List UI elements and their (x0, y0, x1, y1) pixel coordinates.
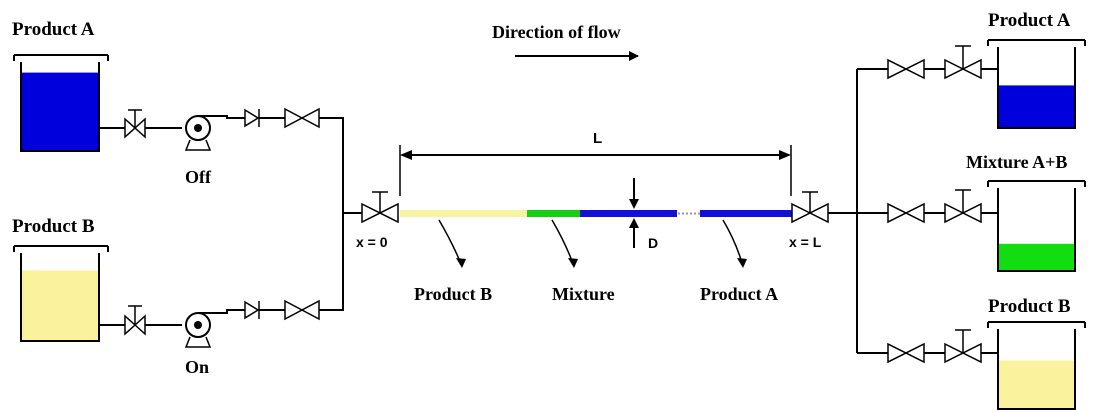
outlet-position-label: x = L (789, 234, 822, 250)
pump-bottom-state: On (185, 357, 209, 377)
diameter-label: D (648, 235, 658, 251)
valve-bottom-source (124, 305, 146, 336)
check-valve-bottom (244, 300, 260, 320)
pipeline (400, 210, 792, 217)
pump-top (184, 115, 212, 151)
branch-to-dest-a (857, 45, 998, 80)
inlet-position-label: x = 0 (356, 234, 388, 250)
source-tank-b-label: Product B (12, 216, 95, 237)
dest-tank-mix-fill (999, 243, 1074, 270)
valve-top-line (284, 107, 320, 129)
source-tank-b-fill (22, 270, 98, 340)
branch-to-dest-mix (857, 189, 998, 224)
pump-bottom (184, 312, 212, 348)
dest-tank-a (987, 39, 1086, 129)
dest-tank-a-label: Product A (988, 10, 1071, 31)
pipe-segment-mixture (527, 210, 580, 217)
length-dimension (399, 145, 792, 196)
pipe-segment-product-a-1 (580, 210, 677, 217)
source-tank-a-fill (22, 72, 98, 150)
bottom-supply-line: On (99, 213, 344, 377)
dest-tank-mix-label: Mixture A+B (966, 152, 1067, 172)
pipe-segment-product-b (400, 210, 527, 217)
length-label: L (593, 130, 602, 147)
branch-to-dest-b (857, 329, 998, 364)
segment-label-mixture: Mixture (552, 284, 615, 304)
valve-outlet (791, 191, 829, 224)
valve-top-source (124, 109, 146, 139)
source-tank-b (13, 245, 109, 342)
check-valve-top (244, 108, 260, 128)
valve-bottom-line (284, 299, 320, 321)
diameter-indicator (629, 178, 639, 248)
dest-tank-b-label: Product B (988, 296, 1071, 317)
dest-tank-b (987, 321, 1086, 410)
top-supply-line: Off (99, 107, 344, 213)
dest-tank-b-fill (999, 360, 1074, 408)
pipe-segment-product-a-2 (700, 210, 792, 217)
source-tank-a-label: Product A (12, 19, 95, 40)
source-tank-a (13, 54, 109, 152)
segment-label-product-a: Product A (700, 284, 778, 304)
dest-tank-a-fill (999, 85, 1074, 127)
flow-direction-label: Direction of flow (492, 22, 621, 42)
valve-inlet (361, 191, 399, 224)
segment-label-product-b: Product B (414, 284, 492, 304)
segment-pointers (438, 219, 747, 268)
dest-tank-mix (987, 180, 1086, 272)
pump-top-state: Off (185, 167, 212, 187)
